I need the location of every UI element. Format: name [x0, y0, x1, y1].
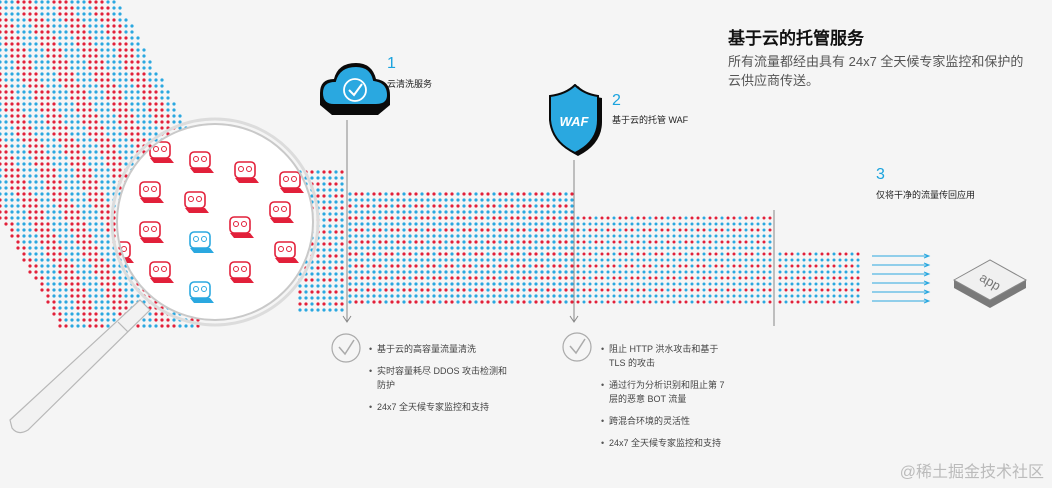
bot-icon — [229, 261, 254, 283]
magnifier-handle — [9, 299, 151, 434]
user-icon — [189, 231, 214, 253]
page-title: 基于云的托管服务 — [728, 29, 864, 48]
app-server-icon: app — [952, 259, 1028, 308]
bot-icon — [139, 181, 164, 203]
bot-icon — [149, 141, 174, 163]
waf-label: WAF — [560, 114, 590, 129]
bot-icon — [139, 221, 164, 243]
step-1-number: 1 — [387, 55, 396, 72]
step-3-label: 仅将干净的流量传回应用 — [876, 190, 976, 200]
bot-icon — [234, 161, 259, 183]
list-item: 24x7 全天候专家监控和支持 — [369, 400, 509, 414]
list-item: 跨混合环境的灵活性 — [601, 414, 731, 428]
step-1-label: 云清洗服务 — [387, 79, 433, 89]
list-item: 24x7 全天候专家监控和支持 — [601, 436, 731, 450]
bot-icon — [229, 216, 254, 238]
step-2-number: 2 — [612, 92, 621, 109]
bot-icon — [269, 201, 294, 223]
step-2-label: 基于云的托管 WAF — [612, 115, 689, 125]
list-item: 实时容量耗尽 DDOS 攻击检测和防护 — [369, 364, 509, 392]
feature-list-scrubbing: 基于云的高容量流量清洗 实时容量耗尽 DDOS 攻击检测和防护 24x7 全天候… — [369, 342, 509, 422]
waf-shield-icon: WAF — [549, 84, 602, 156]
page-subtitle: 所有流量都经由具有 24x7 全天候专家监控和保护的云供应商传送。 — [728, 54, 1024, 88]
bot-icon — [279, 171, 304, 193]
malicious-bots-inside-lens — [117, 124, 313, 320]
cloud-check-icon — [320, 63, 390, 115]
user-icon — [189, 281, 214, 303]
list-item: 基于云的高容量流量清洗 — [369, 342, 509, 356]
list-item: 阻止 HTTP 洪水攻击和基于 TLS 的攻击 — [601, 342, 731, 370]
magnifier — [9, 117, 320, 434]
watermark: @稀土掘金技术社区 — [899, 464, 1044, 481]
bot-icon — [274, 241, 299, 263]
step-3-number: 3 — [876, 166, 885, 183]
feature-list-waf: 阻止 HTTP 洪水攻击和基于 TLS 的攻击 通过行为分析识别和阻止第 7 层… — [601, 342, 731, 458]
bot-icon — [149, 261, 174, 283]
list-item: 通过行为分析识别和阻止第 7 层的恶意 BOT 流量 — [601, 378, 731, 406]
bot-icon — [189, 151, 214, 173]
bot-icon — [184, 191, 209, 213]
